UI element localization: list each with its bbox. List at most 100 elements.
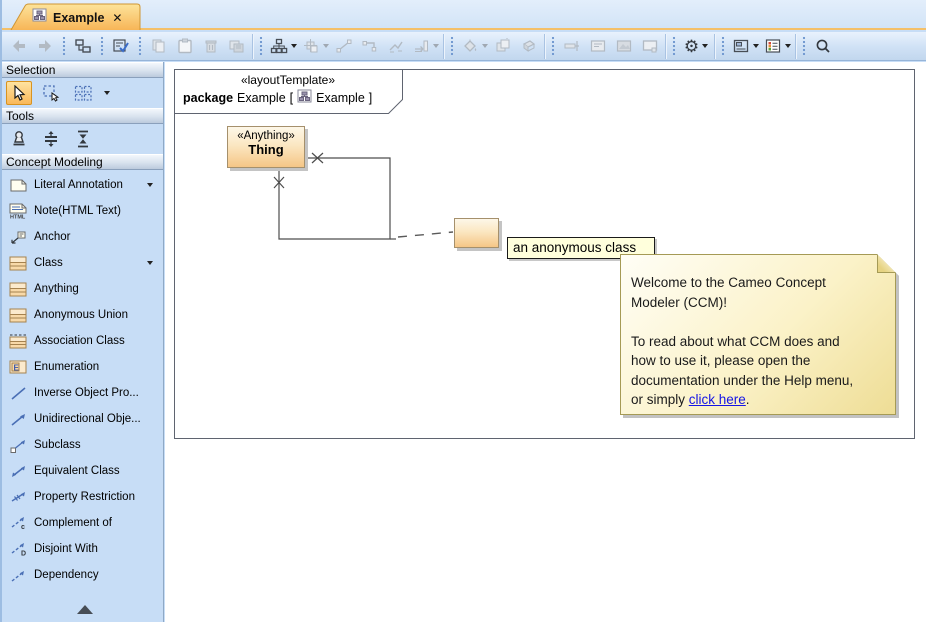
concept-modeling-list: Literal Annotation HTML Note(HTML Text) …: [2, 170, 163, 588]
sidebar-item-association-class[interactable]: Association Class: [2, 328, 163, 354]
class-icon: [8, 306, 28, 324]
chevron-down-icon[interactable]: [432, 44, 439, 48]
copy-button[interactable]: [146, 34, 172, 58]
group-select-tool[interactable]: [70, 81, 96, 105]
html-note-icon: HTML: [8, 202, 28, 220]
bracket-open: [: [289, 90, 294, 105]
property-restriction-icon: [8, 488, 28, 506]
chevron-down-icon[interactable]: [147, 261, 153, 265]
toolbar-handle: [450, 36, 454, 56]
welcome-note[interactable]: Welcome to the Cameo Concept Modeler (CC…: [620, 254, 896, 415]
window-layout-button[interactable]: [729, 34, 761, 58]
sidebar-item-literal-annotation[interactable]: Literal Annotation: [2, 172, 163, 198]
back-button[interactable]: [6, 34, 32, 58]
note-fold-corner-icon: [877, 254, 896, 273]
sidebar-item-equivalent-class[interactable]: Equivalent Class: [2, 458, 163, 484]
toolbar-handle: [721, 36, 725, 56]
click-here-link[interactable]: click here: [688, 392, 746, 407]
forward-button[interactable]: [32, 34, 58, 58]
resize-width-button[interactable]: [559, 34, 585, 58]
chevron-down-icon[interactable]: [481, 44, 488, 48]
tools-section-header[interactable]: Tools: [2, 108, 163, 124]
gear-icon: ⚙: [683, 36, 700, 56]
sidebar-item-anything[interactable]: Anything: [2, 276, 163, 302]
self-association-line[interactable]: [278, 157, 391, 240]
screen-area-button[interactable]: [637, 34, 663, 58]
sidebar-item-disjoint-with[interactable]: D Disjoint With: [2, 536, 163, 562]
concept-modeling-section-header[interactable]: Concept Modeling: [2, 154, 163, 170]
image-shape-button[interactable]: [611, 34, 637, 58]
line-style-button[interactable]: [331, 34, 357, 58]
toolbar-handle: [551, 36, 555, 56]
non-navigable-x-marker: [311, 152, 324, 164]
package-name: Example: [237, 90, 286, 105]
tab-example[interactable]: Example ✕: [10, 3, 142, 30]
sidebar-item-inverse-object-property[interactable]: Inverse Object Pro...: [2, 380, 163, 406]
diagram-properties-list-button[interactable]: [761, 34, 793, 58]
equivalent-class-icon: [8, 462, 28, 480]
anonymous-class-label[interactable]: an anonymous class: [507, 237, 655, 259]
settings-gear-button[interactable]: ⚙: [680, 34, 712, 58]
compress-vertically-tool[interactable]: [70, 127, 96, 151]
compress-vertical-icon: [78, 130, 88, 148]
cursor-tool[interactable]: [6, 81, 32, 105]
paste-button[interactable]: [172, 34, 198, 58]
center-element-button[interactable]: [299, 34, 331, 58]
chevron-down-icon[interactable]: [104, 91, 110, 95]
text-box-button[interactable]: [585, 34, 611, 58]
selection-section-header[interactable]: Selection: [2, 62, 163, 78]
sidebar-item-anonymous-union[interactable]: Anonymous Union: [2, 302, 163, 328]
diagram-frame-header[interactable]: [174, 69, 403, 114]
close-icon[interactable]: ✕: [112, 10, 123, 25]
toolbar-handle: [259, 36, 263, 56]
fill-color-button[interactable]: [458, 34, 490, 58]
distribute-vertically-tool[interactable]: [38, 127, 64, 151]
package-keyword: package: [183, 90, 234, 105]
oblique-line-button[interactable]: [383, 34, 409, 58]
validate-diagram-button[interactable]: [108, 34, 134, 58]
note-icon: [8, 176, 28, 194]
sidebar-item-complement-of[interactable]: c Complement of: [2, 510, 163, 536]
chevron-down-icon[interactable]: [322, 44, 329, 48]
diagram-frame[interactable]: [174, 69, 915, 439]
elbow-line-button[interactable]: [357, 34, 383, 58]
sidebar-item-enumeration[interactable]: E Enumeration: [2, 354, 163, 380]
note-body: [620, 254, 896, 415]
chevron-down-icon[interactable]: [752, 44, 759, 48]
sidebar-item-class[interactable]: Class: [2, 250, 163, 276]
toolbar-handle: [138, 36, 142, 56]
disjoint-with-icon: D: [8, 540, 28, 558]
svg-text:E: E: [14, 364, 20, 373]
paste-with-format-button[interactable]: [224, 34, 250, 58]
anonymous-class-shape[interactable]: [454, 218, 499, 248]
chevron-down-icon[interactable]: [784, 44, 791, 48]
containment-tree-button[interactable]: [70, 34, 96, 58]
sidebar-item-anchor[interactable]: Anchor: [2, 224, 163, 250]
clear-formatting-button[interactable]: [516, 34, 542, 58]
delete-button[interactable]: [198, 34, 224, 58]
sidebar-item-property-restriction[interactable]: Property Restriction: [2, 484, 163, 510]
search-zoom-button[interactable]: [810, 34, 836, 58]
chevron-down-icon[interactable]: [147, 183, 153, 187]
chevron-down-icon[interactable]: [702, 44, 709, 48]
scroll-up-icon[interactable]: [77, 605, 93, 614]
sidebar-item-unidirectional-object-property[interactable]: Unidirectional Obje...: [2, 406, 163, 432]
svg-text:HTML: HTML: [10, 215, 26, 220]
diagram-canvas[interactable]: «layoutTemplate» package Example [ Examp…: [165, 62, 926, 622]
bring-to-front-button[interactable]: [490, 34, 516, 58]
reroute-path-button[interactable]: [409, 34, 441, 58]
stamp-tool[interactable]: [6, 127, 32, 151]
sidebar-item-dependency[interactable]: Dependency: [2, 562, 163, 588]
toolbar-divider: [795, 33, 796, 59]
layout-hierarchy-button[interactable]: [267, 34, 299, 58]
diagram-icon: [297, 89, 312, 106]
sidebar-item-note-html[interactable]: HTML Note(HTML Text): [2, 198, 163, 224]
toolbar-divider: [252, 33, 253, 59]
stamp-icon: [13, 131, 25, 146]
marquee-select-tool[interactable]: [38, 81, 64, 105]
diagram-ref-name: Example: [316, 90, 365, 105]
thing-class-shape[interactable]: «Anything» Thing: [227, 126, 305, 168]
anchor-dashed-line[interactable]: [397, 231, 454, 238]
chevron-down-icon[interactable]: [290, 44, 297, 48]
sidebar-item-subclass[interactable]: Subclass: [2, 432, 163, 458]
